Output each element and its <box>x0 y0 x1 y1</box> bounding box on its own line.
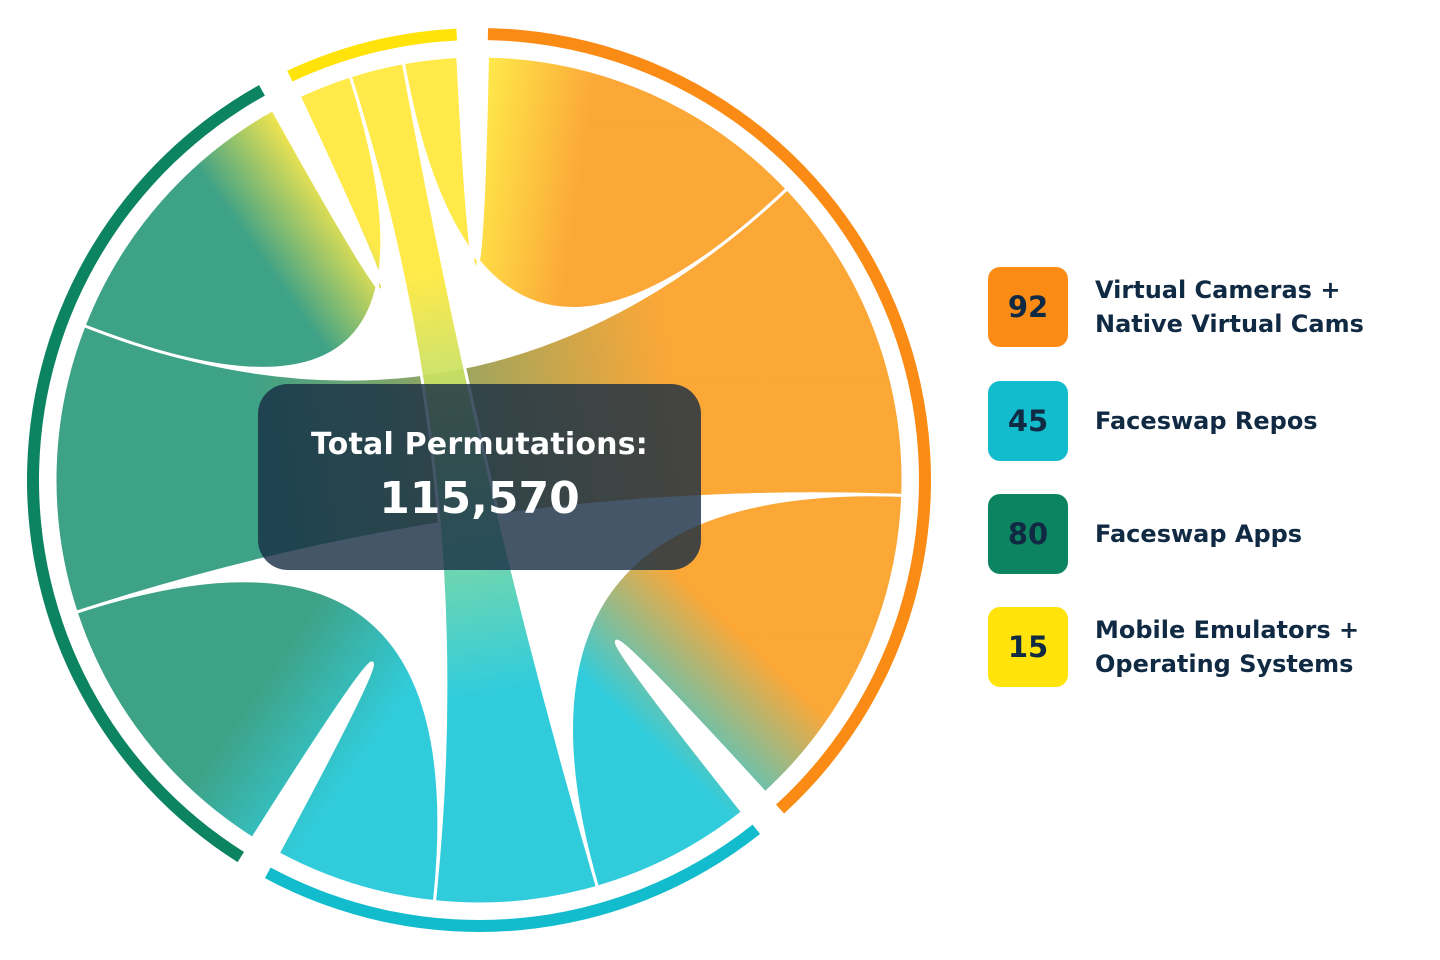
legend-item-mobile-emulators: 15 Mobile Emulators + Operating Systems <box>988 607 1428 687</box>
legend-label-line: Native Virtual Cams <box>1095 310 1364 338</box>
legend-badge: 80 <box>988 494 1068 574</box>
legend-label-line: Operating Systems <box>1095 650 1354 678</box>
legend-label: Faceswap Apps <box>1095 494 1425 574</box>
legend-badge: 15 <box>988 607 1068 687</box>
legend-item-faceswap-repos: 45 Faceswap Repos <box>988 381 1428 461</box>
legend-label-line: Mobile Emulators + <box>1095 616 1360 644</box>
group-arc-mobile-emulators <box>287 28 458 82</box>
ribbon-virtual-cameras-to-mobile-emulators <box>401 54 790 310</box>
ribbon-faceswap-apps-to-mobile-emulators <box>82 74 385 370</box>
legend-item-virtual-cameras: 92 Virtual Cameras + Native Virtual Cams <box>988 267 1428 347</box>
total-permutations-label: Total Permutations: <box>311 427 648 462</box>
legend-label: Virtual Cameras + Native Virtual Cams <box>1095 267 1425 347</box>
legend-label-line: Faceswap Apps <box>1095 520 1303 548</box>
legend: 92 Virtual Cameras + Native Virtual Cams… <box>988 0 1428 960</box>
ribbon-faceswap-repos-to-faceswap-apps <box>74 579 441 904</box>
total-permutations-box: Total Permutations: 115,570 <box>258 384 701 570</box>
legend-item-faceswap-apps: 80 Faceswap Apps <box>988 494 1428 574</box>
legend-badge: 45 <box>988 381 1068 461</box>
legend-badge: 92 <box>988 267 1068 347</box>
legend-label-line: Faceswap Repos <box>1095 407 1318 435</box>
legend-label: Mobile Emulators + Operating Systems <box>1095 607 1425 687</box>
group-arcs <box>26 28 931 932</box>
legend-label-line: Virtual Cameras + <box>1095 276 1341 304</box>
legend-label: Faceswap Repos <box>1095 381 1425 461</box>
group-arc-faceswap-apps <box>26 85 265 863</box>
ribbon-virtual-cameras-to-faceswap-repos <box>570 493 905 890</box>
total-permutations-value: 115,570 <box>379 473 580 524</box>
